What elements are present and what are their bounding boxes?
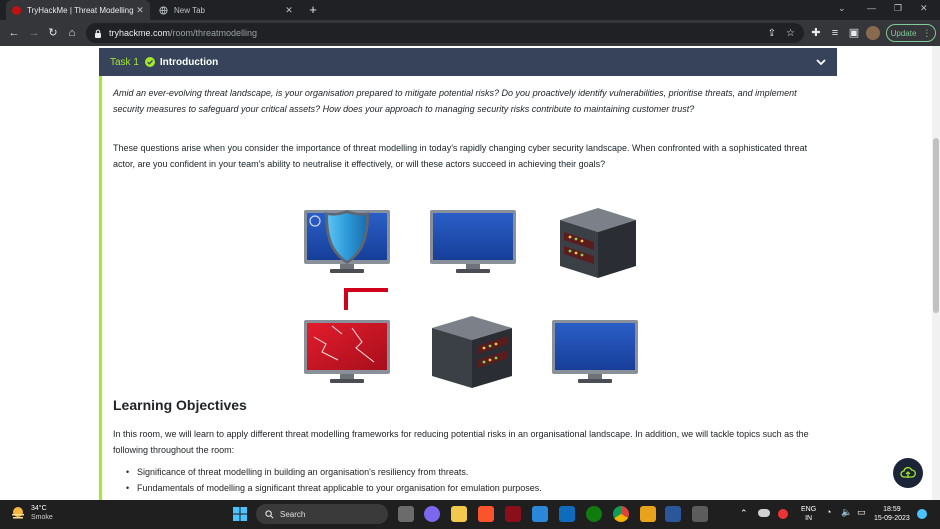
bookmark-star-icon[interactable]: ☆ [786,27,795,39]
tab-title: New Tab [174,5,205,15]
more-menu-icon[interactable]: ⋮ [922,27,932,38]
browser-toolbar: ← → ↻ ⌂ tryhackme.com/room/threatmodelli… [0,20,940,46]
check-circle-icon [144,57,155,67]
browser-tab-bar: TryHackMe | Threat Modelling ✕ New Tab ✕… [0,0,940,20]
search-icon [265,509,274,518]
update-button[interactable]: Update ⋮ [886,24,936,42]
windows-start-icon[interactable] [232,506,248,522]
weather-widget[interactable]: 34°C Smoke [10,504,53,522]
tab-search-chevron-icon[interactable]: ⌄ [838,3,846,13]
show-hidden-icons[interactable]: ⌃ [740,508,748,518]
forward-arrow-icon[interactable]: → [28,27,40,39]
scrollbar-thumb[interactable] [933,138,939,313]
close-tab-icon[interactable]: ✕ [136,4,144,15]
objectives-list: Significance of threat modelling in buil… [124,465,814,496]
weather-sun-haze-icon [12,507,24,519]
language-indicator[interactable]: ENG IN [801,505,816,523]
chat-icon[interactable] [424,506,440,522]
intro-questions-paragraph: Amid an ever-evolving threat landscape, … [113,88,797,114]
close-tab-icon[interactable]: ✕ [285,4,293,15]
task-view-icon[interactable] [398,506,414,522]
weather-condition: Smoke [31,514,53,521]
server-icon [560,208,636,278]
cloud-deploy-button[interactable] [893,458,923,488]
update-label: Update [890,28,917,38]
room-overview-paragraph: In this room, we will learn to apply dif… [113,429,809,455]
side-panel-icon[interactable]: ▣ [848,27,860,39]
brave-browser-icon[interactable] [478,506,494,522]
tab-title: TryHackMe | Threat Modelling [27,5,134,15]
globe-icon [159,5,168,15]
wifi-icon[interactable]: ◔ [826,507,832,517]
weather-temperature: 34°C [31,505,47,512]
clock-date: 15-09-2023 [874,515,910,522]
battery-icon[interactable]: ▭ [857,507,866,517]
task-number: Task 1 [110,56,139,68]
xbox-icon[interactable] [586,506,602,522]
cloud-upload-icon [900,466,916,478]
snipping-tool-icon[interactable] [692,506,708,522]
new-tab-button[interactable]: + [309,2,317,17]
home-icon[interactable]: ⌂ [68,27,76,39]
tab-tryhackme[interactable]: TryHackMe | Threat Modelling ✕ [6,0,150,20]
compromised-monitor-icon [304,320,390,383]
onenote-icon[interactable] [640,506,656,522]
region-code: IN [805,515,813,522]
address-bar[interactable]: tryhackme.com/room/threatmodelling ⇪ ☆ [86,23,804,43]
protected-monitor-icon [304,210,390,273]
volume-icon[interactable]: 🔈 [841,507,853,517]
lock-icon [95,29,101,38]
onedrive-icon[interactable] [758,509,770,517]
url-path: /room/threatmodelling [170,28,258,38]
windows-taskbar: 34°C Smoke Search ⌃ ENG IN ◔ 🔈 ▭ 18:59 1… [0,500,940,529]
chrome-icon[interactable] [613,506,629,522]
chevron-down-icon[interactable] [815,56,827,68]
intro-context-paragraph: These questions arise when you consider … [113,143,808,169]
app-red-icon[interactable] [505,506,521,522]
threat-network-illustration [304,208,638,388]
page-viewport: Task 1 Introduction Amid an ever-evolvin… [0,46,940,500]
tryhackme-favicon-icon [12,5,21,15]
minimize-icon[interactable]: — [867,3,876,13]
learning-objectives-heading: Learning Objectives [113,397,247,413]
reload-icon[interactable]: ↻ [48,27,58,39]
back-arrow-icon[interactable]: ← [8,27,20,39]
share-icon[interactable]: ⇪ [767,27,776,39]
notification-badge-icon[interactable] [917,509,927,519]
page-scrollbar[interactable] [932,46,940,500]
tab-new-tab[interactable]: New Tab ✕ [153,0,299,20]
monitor-icon [430,210,516,273]
task-title: Introduction [159,56,219,68]
file-explorer-icon[interactable] [451,506,467,522]
language-code: ENG [801,506,817,513]
list-item: Significance of threat modelling in buil… [124,465,814,481]
server-icon [432,316,512,388]
task-header[interactable]: Task 1 Introduction [99,48,837,76]
monitor-icon [552,320,638,383]
clock[interactable]: 18:59 15-09-2023 [874,505,910,523]
url-host: tryhackme.com [109,28,171,38]
word-icon[interactable] [665,506,681,522]
microsoft-store-icon[interactable] [532,506,548,522]
mail-icon[interactable] [559,506,575,522]
extensions-puzzle-icon[interactable]: ✚ [811,27,821,39]
search-placeholder: Search [280,509,306,519]
reading-list-icon[interactable]: ≡ [831,27,839,39]
profile-avatar[interactable] [866,26,880,40]
attack-path-marker [344,288,388,310]
task-body: Amid an ever-evolving threat landscape, … [99,76,837,500]
close-window-icon[interactable]: ✕ [920,3,928,13]
list-item: Fundamentals of modelling a significant … [124,481,814,497]
taskbar-search-input[interactable]: Search [256,504,388,524]
maximize-icon[interactable]: ❐ [894,3,903,13]
clock-time: 18:59 [883,506,901,513]
antivirus-icon[interactable] [778,509,788,519]
